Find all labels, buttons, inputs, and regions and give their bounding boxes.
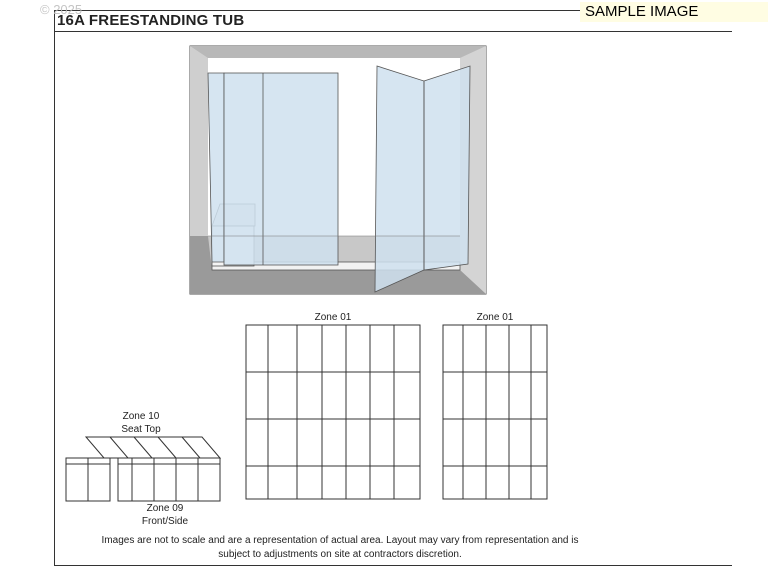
- zone-09-label: Zone 09: [146, 503, 184, 514]
- copyright-watermark: © 2025: [40, 2, 83, 17]
- zone-01-right-label: Zone 01: [476, 312, 514, 323]
- zone-10-label: Zone 10: [122, 411, 160, 422]
- disclaimer-text: Images are not to scale and are a repres…: [90, 534, 590, 562]
- zone-01-right-tile-grid: [442, 324, 548, 500]
- zone-09-front-side-grid: [65, 457, 221, 502]
- zone-01-left-tile-grid: [245, 324, 421, 500]
- sample-image-badge: SAMPLE IMAGE: [580, 2, 768, 22]
- zone-10-seat-top-grid: [84, 436, 222, 459]
- disclaimer-line-1: Images are not to scale and are a repres…: [101, 535, 579, 546]
- page-frame: [54, 10, 732, 566]
- page-title: 16A FREESTANDING TUB: [57, 12, 245, 29]
- disclaimer-line-2: subject to adjustments on site at contra…: [218, 549, 462, 560]
- front-side-label: Front/Side: [141, 516, 189, 527]
- zone-01-left-label: Zone 01: [314, 312, 352, 323]
- seat-top-label: Seat Top: [121, 424, 161, 435]
- title-divider: [54, 31, 732, 32]
- shower-rendering: [189, 45, 487, 295]
